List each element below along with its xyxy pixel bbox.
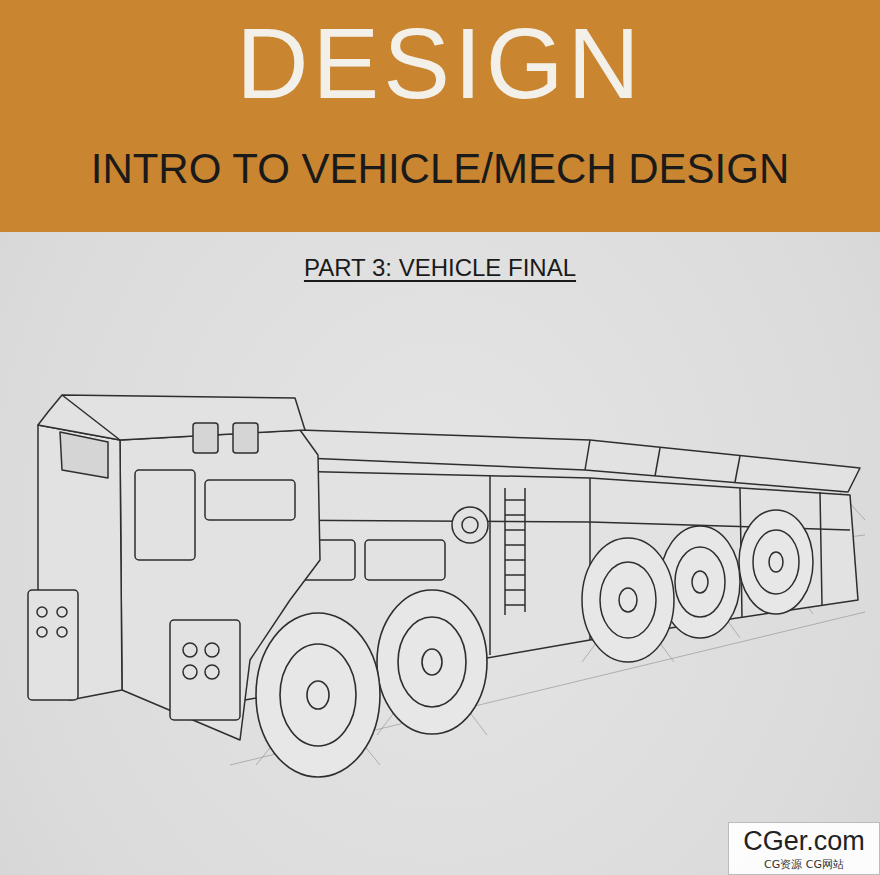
watermark-text: CGer.com (729, 827, 879, 857)
rear-wheels (582, 510, 813, 662)
title-text: DESIGN (0, 8, 880, 118)
watermark-box: CGer.comCG资源 CG网站 (728, 822, 880, 875)
watermark-subtext: CG资源 CG网站 (729, 859, 879, 871)
subtitle-text: INTRO TO VEHICLE/MECH DESIGN (0, 146, 880, 192)
part-heading: PART 3: VEHICLE FINAL (0, 252, 880, 283)
front-wheels (256, 590, 487, 777)
title-band: DESIGN INTRO TO VEHICLE/MECH DESIGN (0, 0, 880, 232)
